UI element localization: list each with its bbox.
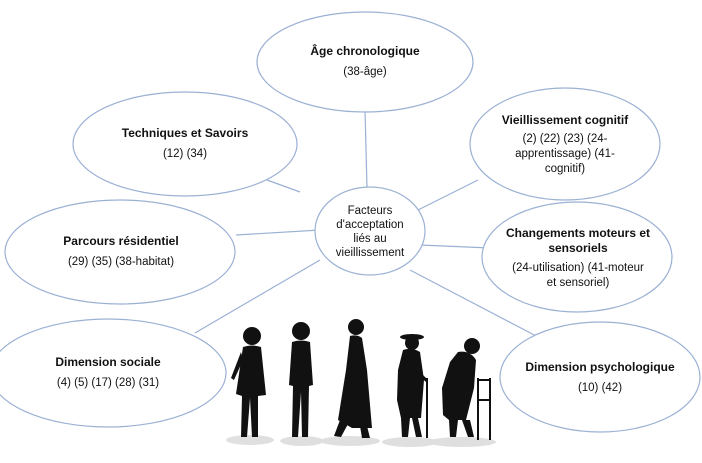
ref-line: (38-âge)	[343, 66, 387, 78]
connector-psycho	[409, 269, 541, 339]
connector-moteurs	[419, 244, 491, 249]
connector-lines	[194, 109, 541, 339]
ref-line: cognitif)	[544, 163, 586, 175]
node-residentiel: Parcours résidentiel (29) (35) (38-habit…	[26, 222, 216, 282]
node-refs: (24-utilisation) (41-moteur et sensoriel…	[512, 261, 644, 291]
node-title: Parcours résidentiel	[63, 234, 179, 248]
node-title: Dimension psychologique	[525, 360, 675, 374]
silhouettes-illustration	[226, 319, 496, 447]
node-refs: (12) (34)	[163, 147, 207, 162]
node-refs: (29) (35) (38-habitat)	[68, 255, 174, 270]
ellipse-psycho	[499, 321, 701, 433]
ref-line: (24-utilisation) (41-moteur	[512, 261, 644, 274]
ellipse-techniques	[72, 91, 298, 197]
center-line: liés au	[353, 233, 387, 245]
node-refs: (4) (5) (17) (28) (31)	[57, 376, 159, 391]
connector-sociale	[194, 259, 321, 334]
silhouette-person-2	[289, 322, 313, 437]
silhouette-person-1	[231, 327, 266, 437]
node-refs: (10) (42)	[578, 381, 622, 396]
node-title: Changements moteurs et sensoriels	[505, 225, 651, 255]
ellipse-cognitif	[469, 87, 661, 201]
ellipse-residentiel	[4, 199, 236, 305]
node-center: Facteurs d'acceptation liés au vieilliss…	[315, 198, 425, 266]
ellipse-moteurs	[481, 201, 673, 313]
ref-line: (29) (35) (38-habitat)	[67, 256, 175, 268]
node-title: Âge chronologique	[310, 44, 420, 58]
node-sociale: Dimension sociale (4) (5) (17) (28) (31)	[13, 343, 203, 403]
silhouette-person-3	[334, 319, 372, 438]
node-cognitif: Vieillissement cognitif (2) (22) (23) (2…	[482, 100, 648, 190]
node-title: Dimension sociale	[55, 355, 161, 369]
ref-line: et sensoriel)	[546, 276, 610, 289]
center-line: vieillissement	[335, 247, 405, 259]
node-psycho: Dimension psychologique (10) (42)	[510, 348, 690, 408]
node-title: Vieillissement cognitif	[501, 113, 629, 127]
center-line: d'acceptation	[336, 219, 404, 231]
center-line: Facteurs	[347, 205, 393, 217]
ref-line: (4) (5) (17) (28) (31)	[56, 377, 160, 389]
node-techniques: Techniques et Savoirs (12) (34)	[90, 114, 280, 174]
connector-cognitif	[417, 179, 479, 211]
ref-line: (12) (34)	[162, 148, 208, 160]
ref-line: apprentissage) (41-	[515, 148, 615, 160]
connector-age	[364, 109, 368, 189]
ellipse-center	[314, 186, 426, 276]
node-refs: (38-âge)	[343, 65, 386, 80]
ref-line: (2) (22) (23) (24-	[522, 133, 608, 145]
node-moteurs: Changements moteurs et sensoriels (24-ut…	[500, 215, 656, 301]
connector-residentiel	[235, 229, 321, 236]
silhouette-person-4	[397, 334, 428, 438]
ref-line: (10) (42)	[577, 382, 623, 394]
node-title: Techniques et Savoirs	[121, 126, 249, 140]
ellipse-sociale	[0, 318, 227, 428]
silhouette-person-5	[442, 338, 491, 440]
node-age: Âge chronologique (38-âge)	[270, 30, 460, 94]
connector-techniques	[266, 179, 301, 193]
ellipse-age	[256, 11, 474, 113]
node-refs: (2) (22) (23) (24- apprentissage) (41- c…	[515, 132, 615, 177]
